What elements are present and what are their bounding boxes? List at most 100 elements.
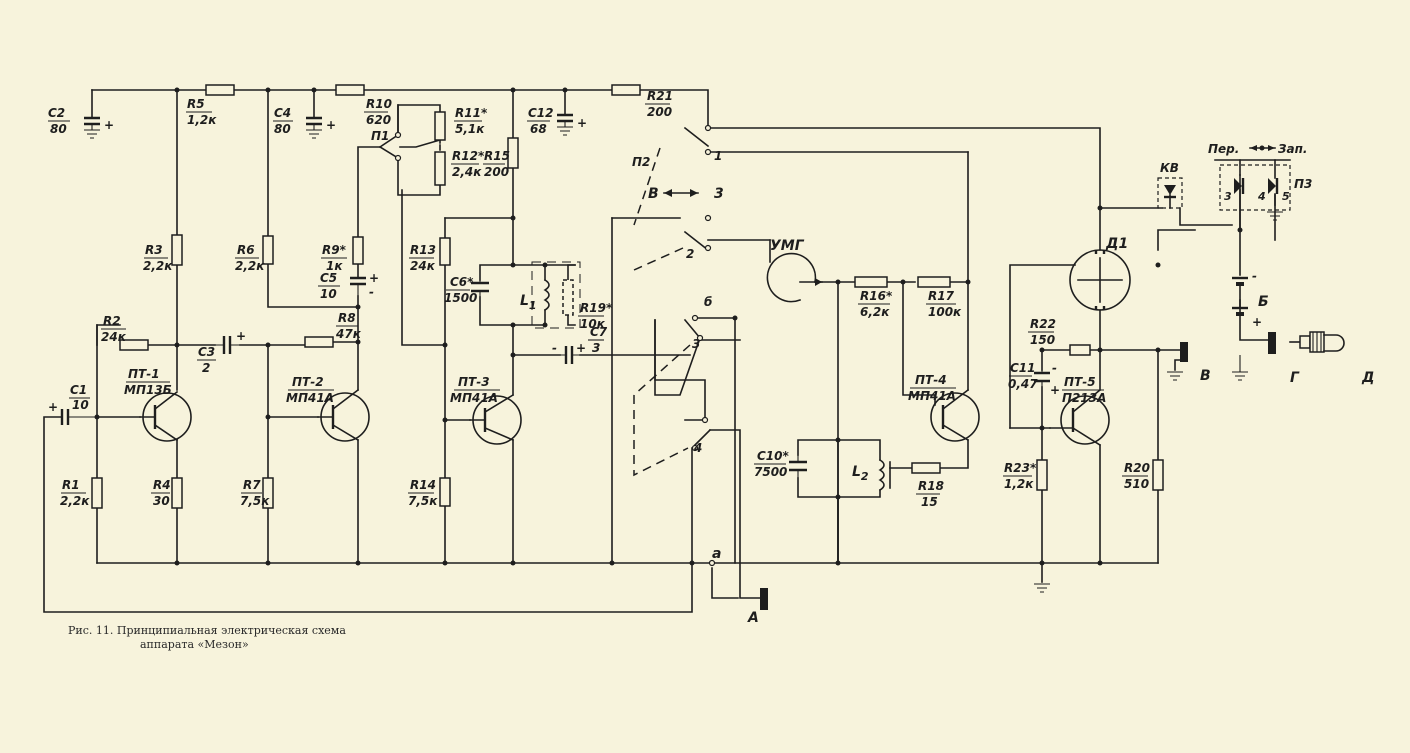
label-pos-b: б [704, 295, 712, 309]
resistor-r12 [434, 151, 446, 186]
wires [43, 89, 1291, 613]
label-r7-name: R7 [243, 478, 261, 492]
resistor-r3 [171, 234, 183, 266]
label-c10-value: 7500 [754, 465, 787, 479]
label-r10-name: R10 [366, 97, 392, 111]
label-r2-value: 24к [101, 330, 127, 344]
transistor-pt2 [317, 388, 370, 442]
label-c1-value: 10 [72, 398, 89, 412]
label-c3-name: C3 [198, 345, 215, 359]
label-c11-minus: - [1052, 361, 1057, 375]
resistor-r7 [262, 477, 274, 509]
l1-screen [531, 261, 581, 329]
transistor-pt4 [930, 388, 980, 442]
label-c2-value: 80 [50, 122, 67, 136]
capacitor-c5 [350, 276, 366, 296]
label-jack-v: В [1200, 368, 1211, 384]
label-c3-value: 2 [202, 361, 210, 375]
resistor-r23 [1036, 459, 1048, 491]
label-r8-value: 47к [335, 327, 362, 341]
label-r17-value: 100к [928, 305, 962, 319]
d1-device [1069, 249, 1131, 311]
label-jack-a: А [747, 610, 759, 626]
label-r3-name: R3 [145, 243, 163, 257]
label-pos-3: 3 [692, 337, 700, 351]
label-r1-value: 2,2к [60, 494, 90, 508]
label-r6-value: 2,2к [235, 259, 265, 273]
label-r20-value: 510 [1124, 477, 1149, 491]
ground-c12 [557, 126, 573, 136]
label-battery-minus: - [1252, 269, 1257, 283]
label-r5-name: R5 [187, 97, 205, 111]
label-c6-name: C6* [450, 275, 474, 289]
capacitor-c7 [560, 346, 580, 364]
label-c1-name: C1 [70, 383, 87, 397]
battery-b [1232, 276, 1248, 316]
label-p1: П1 [371, 129, 389, 143]
capacitor-c12 [557, 113, 573, 127]
resistor-r18 [911, 462, 941, 474]
resistor-r15 [507, 137, 519, 169]
ground-battery [1232, 355, 1248, 381]
mode-arrow [663, 189, 699, 197]
resistor-r2 [119, 339, 149, 351]
label-per: Пер. [1208, 142, 1239, 156]
capacitor-c6 [471, 280, 489, 297]
jack-a [760, 588, 768, 610]
jacks [760, 331, 1345, 610]
capacitors [60, 113, 1050, 478]
label-jack-g: Г [1290, 370, 1300, 386]
label-pos-4: 4 [693, 441, 702, 455]
ground-c2 [84, 129, 100, 139]
label-pt5-type: П213А [1062, 391, 1106, 405]
capacitor-c3 [215, 336, 240, 354]
label-d1: Д1 [1105, 236, 1128, 252]
ground-main [1034, 583, 1050, 593]
label-c2-plus: + [104, 118, 114, 132]
label-r23-name: R23* [1004, 461, 1037, 475]
label-c10-name: C10* [757, 449, 790, 463]
label-pt3-type: МП41А [450, 391, 498, 405]
label-r21-value: 200 [647, 105, 672, 119]
capacitor-c11 [1034, 370, 1050, 387]
label-c7-minus: - [552, 341, 557, 355]
label-t5: 5 [1282, 190, 1290, 203]
resistor-r9 [352, 236, 364, 265]
transistor-pt5 [1049, 388, 1110, 447]
resistor-r6 [262, 235, 274, 265]
figure-caption: Рис. 11. Принципиальная электрическая сх… [68, 624, 346, 651]
kv-reed-switch [1157, 177, 1183, 209]
label-pt1-type: МП13Б [124, 383, 172, 397]
resistor-r21 [611, 84, 641, 96]
label-r15-name: R15 [484, 149, 510, 163]
inductor-l1 [543, 278, 550, 312]
label-r10-value: 620 [366, 113, 391, 127]
label-r1-name: R1 [62, 478, 80, 492]
label-t3: 3 [1224, 190, 1232, 203]
caption-line-2: аппарата «Мезон» [140, 638, 249, 651]
label-r4-name: R4 [153, 478, 171, 492]
ground-c4 [306, 129, 322, 139]
transistor-pt3 [469, 393, 522, 445]
resistor-r20 [1152, 459, 1164, 491]
label-c12-name: C12 [528, 106, 554, 120]
label-battery-plus: + [1252, 315, 1262, 329]
label-c7-value: 3 [592, 341, 600, 355]
label-r15-value: 200 [484, 165, 509, 179]
label-r11-value: 5,1к [455, 122, 485, 136]
capacitor-c2 [84, 116, 100, 130]
resistor-r5 [205, 84, 235, 96]
label-c5-minus: - [369, 285, 374, 299]
label-r9-value: 1к [326, 259, 343, 273]
ground-p3 [1267, 205, 1283, 221]
resistor-r13 [439, 237, 451, 266]
label-pt5-name: ПТ-5 [1064, 375, 1096, 389]
label-c5-value: 10 [320, 287, 337, 301]
label-r18-value: 15 [921, 495, 938, 509]
label-r8-name: R8 [338, 311, 356, 325]
jack-v [1180, 342, 1188, 362]
label-c1-plus: + [48, 400, 58, 414]
label-r22-name: R22 [1030, 317, 1056, 331]
label-r12-value: 2,4к [452, 165, 482, 179]
